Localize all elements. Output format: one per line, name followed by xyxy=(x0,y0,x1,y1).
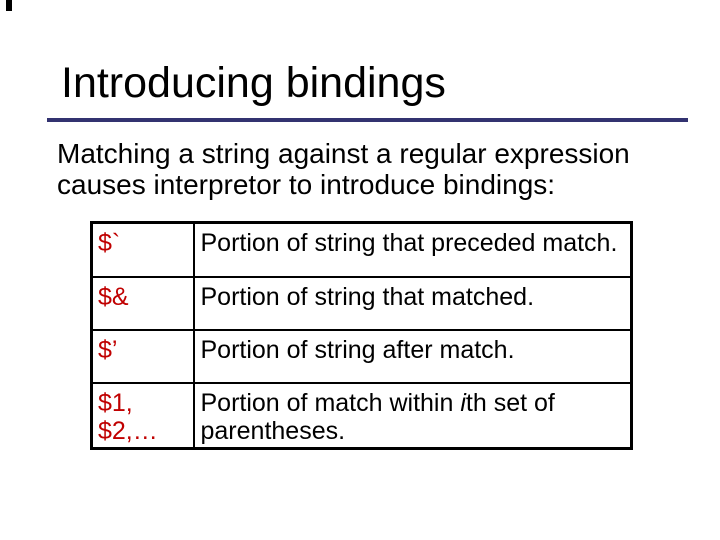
corner-mark xyxy=(6,0,12,11)
plain-text: Portion of string that matched. xyxy=(200,282,535,311)
bindings-table: $`Portion of string that preceded match.… xyxy=(90,221,633,450)
table-row: $’Portion of string after match. xyxy=(90,328,633,384)
slide-title: Introducing bindings xyxy=(61,59,446,107)
table-row: $`Portion of string that preceded match. xyxy=(90,221,633,278)
symbol-cell: $’ xyxy=(90,328,195,384)
title-underline xyxy=(47,118,688,122)
symbol-cell: $` xyxy=(90,221,195,278)
italic-text: i xyxy=(460,388,466,417)
bindings-table-body: $`Portion of string that preceded match.… xyxy=(90,221,633,450)
description-cell: Portion of string that preceded match. xyxy=(192,221,633,278)
plain-text: Portion of string that preceded match. xyxy=(200,229,618,257)
description-cell: Portion of string after match. xyxy=(192,328,633,384)
plain-text: th set of parentheses. xyxy=(200,388,555,445)
symbol-cell: $1,$2,… xyxy=(90,381,195,450)
plain-text: Portion of string after match. xyxy=(200,335,515,364)
table-row: $&Portion of string that matched. xyxy=(90,275,633,331)
description-cell: Portion of match within ith set of paren… xyxy=(192,381,633,450)
slide-body-text: Matching a string against a regular expr… xyxy=(57,138,630,200)
symbol-cell: $& xyxy=(90,275,195,331)
plain-text: Portion of match within xyxy=(200,388,461,417)
description-cell: Portion of string that matched. xyxy=(192,275,633,331)
table-row: $1,$2,…Portion of match within ith set o… xyxy=(90,381,633,450)
